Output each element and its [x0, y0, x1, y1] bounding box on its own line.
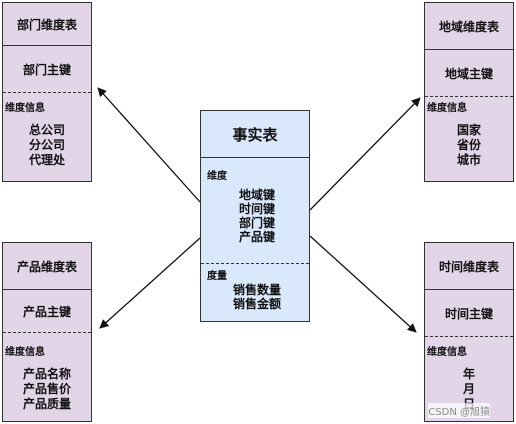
- time-key-divider: [425, 336, 513, 337]
- fact-measure: 销售金额: [232, 297, 281, 311]
- product-item: 产品质量: [22, 397, 71, 411]
- product-item: 产品售价: [22, 382, 71, 396]
- dept-table-title: 部门维度表: [16, 17, 77, 32]
- fact-dimension-keys: 地域键 时间键 部门键 产品键: [201, 188, 309, 244]
- region-item: 省份: [456, 138, 481, 152]
- product-info-label: 维度信息: [5, 347, 45, 358]
- region-dimension-table: 地域维度表 地域主键 维度信息 国家 省份 城市: [424, 2, 514, 182]
- time-primary-key: 时间主键: [444, 306, 493, 321]
- region-title-divider: [425, 49, 513, 50]
- fact-table-title: 事实表: [232, 125, 278, 144]
- dept-info-label: 维度信息: [5, 103, 45, 114]
- arrow-to-product: [99, 237, 201, 329]
- fact-table: 事实表 维度 地域键 时间键 部门键 产品键 度量 销售数量 销售金额: [200, 110, 310, 322]
- dept-item: 代理处: [28, 153, 65, 167]
- fact-dimension-key: 部门键: [238, 216, 275, 230]
- product-key-divider: [3, 332, 91, 333]
- fact-dimension-key: 产品键: [238, 230, 275, 244]
- product-table-title: 产品维度表: [16, 259, 77, 274]
- region-table-title: 地域维度表: [438, 19, 499, 34]
- product-dimension-table: 产品维度表 产品主键 维度信息 产品名称 产品售价 产品质量: [2, 242, 92, 422]
- dept-info-items: 总公司 分公司 代理处: [3, 123, 91, 168]
- time-item: 月: [462, 382, 475, 396]
- fact-measures: 销售数量 销售金额: [201, 283, 309, 311]
- fact-dimension-key: 时间键: [238, 202, 275, 216]
- fact-measure: 销售数量: [232, 283, 281, 297]
- region-item: 国家: [456, 123, 481, 137]
- product-info-items: 产品名称 产品售价 产品质量: [3, 367, 91, 412]
- fact-dimension-label: 维度: [207, 171, 227, 182]
- region-info-items: 国家 省份 城市: [425, 123, 513, 168]
- region-info-label: 维度信息: [427, 103, 467, 114]
- dept-item: 分公司: [28, 138, 65, 152]
- arrow-to-dept: [97, 87, 201, 203]
- time-title-divider: [425, 289, 513, 290]
- product-primary-key: 产品主键: [22, 304, 71, 319]
- watermark: CSDN @旭猿: [428, 403, 490, 418]
- arrow-to-time: [309, 235, 417, 333]
- dept-title-divider: [3, 45, 91, 46]
- fact-measure-label: 度量: [207, 271, 227, 282]
- product-item: 产品名称: [22, 367, 71, 381]
- time-item: 年: [462, 367, 475, 381]
- dept-item: 总公司: [28, 123, 65, 137]
- fact-section-divider: [201, 263, 309, 264]
- dept-primary-key: 部门主键: [22, 62, 71, 77]
- fact-dimension-key: 地域键: [238, 188, 275, 202]
- time-info-label: 维度信息: [427, 347, 467, 358]
- region-item: 城市: [456, 153, 481, 167]
- time-table-title: 时间维度表: [438, 259, 499, 274]
- region-key-divider: [425, 96, 513, 97]
- region-primary-key: 地域主键: [444, 66, 493, 81]
- dept-key-divider: [3, 92, 91, 93]
- fact-title-divider: [201, 157, 309, 158]
- product-title-divider: [3, 289, 91, 290]
- dept-dimension-table: 部门维度表 部门主键 维度信息 总公司 分公司 代理处: [2, 2, 92, 182]
- arrow-to-region: [309, 97, 421, 211]
- time-dimension-table: 时间维度表 时间主键 维度信息 年 月 日: [424, 242, 514, 422]
